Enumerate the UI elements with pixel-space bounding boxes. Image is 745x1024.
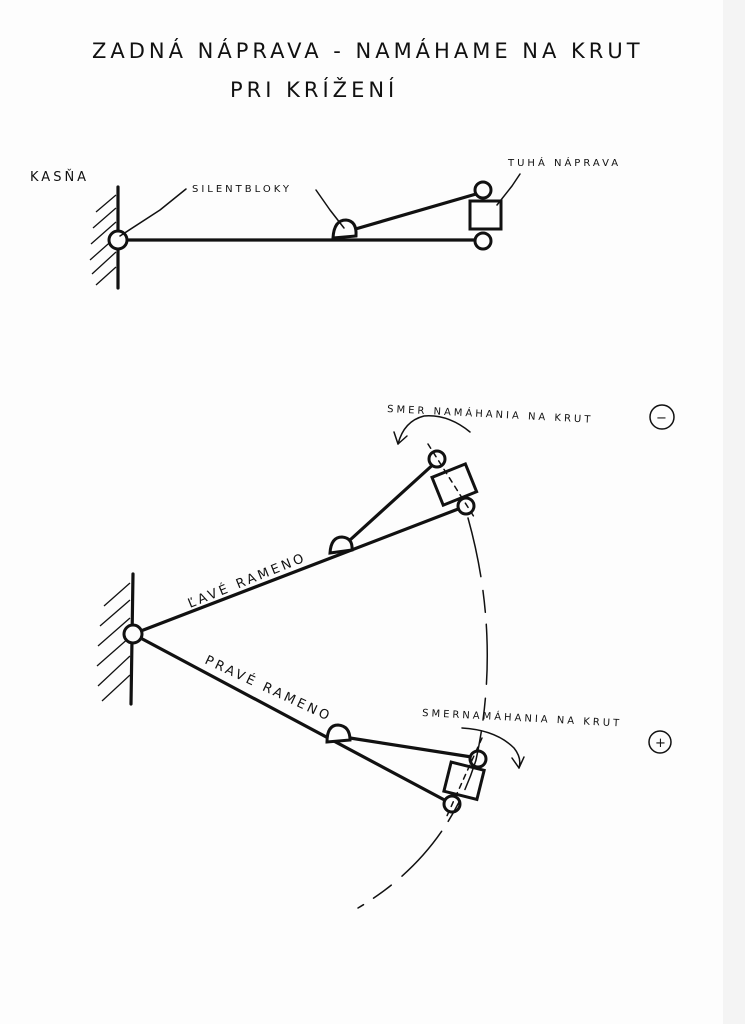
- top-upper-link: [350, 190, 485, 232]
- torsion-arrowhead-bottom: [511, 756, 525, 769]
- torsion-direction-bottom-label: SMERNAMÁHANIA NA KRUT: [422, 706, 623, 729]
- torsion-arrow-top: [397, 415, 471, 445]
- right-upper-link: [348, 736, 480, 760]
- top-diagram: KASŇA SILENTBLOKY TUHÁ NÁPRAVA: [30, 156, 621, 290]
- plus-sign-circle: [648, 730, 672, 754]
- left-arm: [131, 504, 468, 636]
- chassis-hatching-bottom: [96, 582, 131, 702]
- left-axle-lower-pivot: [456, 496, 476, 516]
- minus-sign: −: [656, 411, 667, 426]
- right-arm-label: PRAVÉ RAMENO: [202, 652, 334, 725]
- silentblock-leader: [315, 189, 345, 229]
- bottom-chassis-pivot: [122, 623, 144, 645]
- bottom-diagram: − + SMER NAMÁHANIA NA KRUT SMERNAMÁHANIA…: [96, 402, 675, 909]
- torsion-arrow-bottom: [461, 727, 521, 769]
- chassis-leader: [119, 188, 187, 237]
- right-axle-block: [442, 760, 486, 802]
- top-chassis-pivot: [107, 229, 129, 251]
- top-axle-upper-pivot: [473, 180, 493, 200]
- rigid-axle-label: TUHÁ NÁPRAVA: [507, 156, 621, 169]
- title-line-2: PRI KRÍŽENÍ: [230, 77, 398, 102]
- top-silentblock: [331, 218, 358, 240]
- left-axle-block: [430, 461, 479, 508]
- left-axle-centerline: [427, 443, 477, 521]
- minus-sign-circle: [649, 404, 675, 430]
- silentblocks-label: SILENTBLOKY: [192, 184, 292, 195]
- torsion-arrowhead-top: [393, 431, 408, 445]
- plus-sign: +: [655, 736, 666, 751]
- right-axle-centerline: [445, 737, 483, 819]
- left-silentblock: [328, 535, 354, 555]
- left-arm-label: ĽAVÉ RAMENO: [186, 549, 309, 611]
- travel-arc: [357, 517, 489, 909]
- chassis-label: KASŇA: [30, 169, 89, 185]
- left-axle-upper-pivot: [427, 449, 447, 469]
- axle-leader: [496, 173, 521, 206]
- top-axle-block: [468, 199, 503, 231]
- top-axle-lower-pivot: [473, 231, 493, 251]
- title-line-1: ZADNÁ NÁPRAVA - NAMÁHAME NA KRUT: [92, 38, 644, 63]
- right-arm: [131, 632, 454, 806]
- torsion-direction-top-label: SMER NAMÁHANIA NA KRUT: [387, 402, 594, 426]
- paper-edge: [723, 0, 745, 1024]
- left-upper-link: [348, 459, 439, 542]
- right-silentblock: [325, 723, 352, 744]
